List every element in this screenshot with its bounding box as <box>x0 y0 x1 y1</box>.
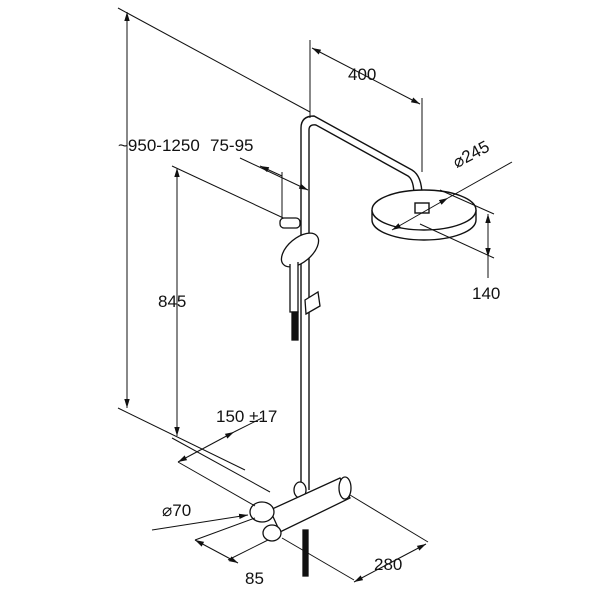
thermostatic-mixer <box>249 476 352 577</box>
arm-reach-label: 400 <box>348 65 377 84</box>
head-drop-label: 140 <box>472 284 501 303</box>
head-diameter-dimension <box>391 161 513 231</box>
holder-height-label: 845 <box>158 292 187 311</box>
diameter-symbol: ⌀ <box>162 501 173 520</box>
wall-distance-dimension <box>239 157 309 222</box>
handle-diameter-label: ⌀70 <box>162 502 191 519</box>
mixer-width-dimension <box>281 494 429 583</box>
inlet-spacing-dimension <box>177 417 263 507</box>
handle-diameter-leader <box>151 513 249 531</box>
inlet-spacing-label: 150 ±17 <box>216 407 278 426</box>
arm-reach-dimension <box>309 40 423 172</box>
wall-distance-label: 75-95 <box>210 136 254 155</box>
overhead-shower <box>371 189 477 241</box>
mixer-depth-dimension <box>194 517 269 564</box>
mixer-depth-label: 85 <box>245 569 264 588</box>
hand-shower <box>279 217 321 341</box>
mixer-width-label: 280 <box>374 555 403 574</box>
head-drop-dimension <box>419 189 495 278</box>
total-height-label: ~950-1250 <box>118 136 200 155</box>
total-height-dimension <box>117 7 311 471</box>
handle-diameter-value: 70 <box>172 501 192 520</box>
